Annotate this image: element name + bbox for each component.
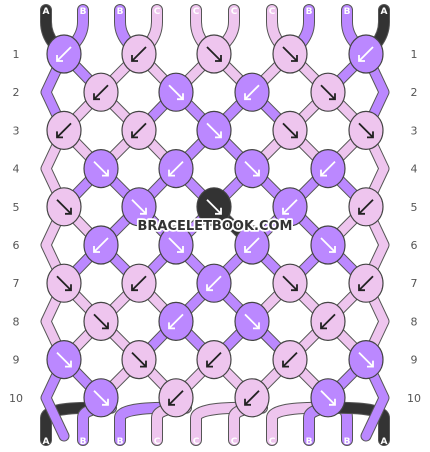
knot-arrow-icon — [206, 46, 222, 62]
string-label-bottom: B — [344, 437, 351, 447]
string-label-bottom: C — [231, 437, 238, 447]
knot-arrow-icon — [358, 46, 374, 62]
knot-arrow-icon — [93, 84, 109, 101]
knot-arrow-icon — [93, 313, 109, 330]
knot-arrow-icon — [244, 160, 260, 177]
row-number-right: 3 — [411, 124, 418, 137]
knot-arrow-icon — [93, 237, 109, 253]
string-label-top: C — [193, 7, 200, 17]
string-label-top: B — [306, 7, 313, 17]
row-number-right: 8 — [411, 315, 418, 328]
knot-arrow-icon — [320, 313, 336, 330]
string-label-bottom: A — [381, 437, 388, 447]
knot-arrow-icon — [244, 390, 260, 406]
string-label-bottom: C — [193, 437, 200, 447]
knot-arrow-icon — [206, 122, 222, 139]
string-label-top: C — [231, 7, 238, 17]
knot-arrow-icon — [320, 84, 336, 101]
row-number-left: 6 — [13, 239, 20, 252]
knot-arrow-icon — [320, 237, 336, 253]
string-label-top: B — [117, 7, 124, 17]
string-label-bottom: C — [154, 437, 161, 447]
knot-arrow-icon — [282, 199, 298, 215]
knot-arrow-icon — [358, 122, 374, 139]
knot-arrow-icon — [168, 313, 184, 330]
string-label-top: C — [269, 7, 276, 17]
knot-arrow-icon — [56, 351, 72, 368]
knot-arrow-icon — [282, 351, 298, 368]
string-bottom — [191, 402, 247, 445]
knot-arrow-icon — [56, 46, 72, 62]
knot-arrow-icon — [358, 351, 374, 368]
row-number-right: 7 — [411, 277, 418, 290]
watermark-halo: BRACELETBOOK.COM — [138, 219, 293, 234]
string-label-bottom: A — [43, 437, 50, 447]
knot-arrow-icon — [131, 351, 147, 368]
row-number-right: 4 — [411, 163, 418, 176]
string-label-top: A — [381, 7, 388, 17]
knot-arrow-icon — [282, 275, 298, 292]
knot-arrow-icon — [56, 275, 72, 292]
knot-arrow-icon — [244, 84, 260, 101]
knot-arrow-icon — [358, 199, 374, 215]
row-number-left: 8 — [13, 315, 20, 328]
string-label-bottom: B — [117, 437, 124, 447]
knot-arrow-icon — [206, 275, 222, 292]
watermark: BRACELETBOOK.COM — [138, 219, 293, 234]
string-label-bottom: C — [269, 437, 276, 447]
knot-arrow-icon — [206, 351, 222, 368]
row-number-left: 3 — [13, 124, 20, 137]
labels-layer: A B B C C C C B B A A B B C C C C B B A 1 1 2 2 3 3 4 4 5 5 6 6 7 7 8 8 9 9 10… — [9, 7, 421, 447]
row-number-left: 1 — [13, 48, 20, 61]
knot-arrow-icon — [56, 199, 72, 215]
knot-arrow-icon — [244, 313, 260, 330]
knot-arrow-icon — [56, 122, 72, 139]
knot-arrow-icon — [358, 275, 374, 292]
row-number-right: 10 — [407, 392, 421, 405]
row-number-right: 2 — [411, 86, 418, 99]
string-label-top: A — [43, 7, 50, 17]
knots-layer — [46, 34, 384, 418]
knot-arrow-icon — [168, 390, 184, 406]
knot-arrow-icon — [168, 160, 184, 177]
row-number-right: 5 — [411, 201, 418, 214]
string-label-top: B — [344, 7, 351, 17]
knot-arrow-icon — [131, 199, 147, 215]
row-number-right: 9 — [411, 354, 418, 367]
knot-arrow-icon — [131, 275, 147, 292]
knot-arrow-icon — [131, 122, 147, 139]
row-number-left: 2 — [13, 86, 20, 99]
row-number-left: 5 — [13, 201, 20, 214]
row-number-right: 1 — [411, 48, 418, 61]
row-number-left: 9 — [13, 354, 20, 367]
row-number-right: 6 — [411, 239, 418, 252]
string-label-top: C — [154, 7, 161, 17]
knot-arrow-icon — [93, 160, 109, 177]
string-label-bottom: B — [80, 437, 87, 447]
string-label-top: B — [80, 7, 87, 17]
knot-arrow-icon — [282, 122, 298, 139]
knot-arrow-icon — [168, 237, 184, 253]
knot-arrow-icon — [320, 390, 336, 406]
knot-arrow-icon — [168, 84, 184, 101]
knot-arrow-icon — [320, 160, 336, 177]
string-label-bottom: B — [306, 437, 313, 447]
knot-arrow-icon — [244, 237, 260, 253]
knot-arrow-icon — [282, 46, 298, 62]
watermark-layer: BRACELETBOOK.COM BRACELETBOOK.COM — [136, 217, 294, 236]
knot-arrow-icon — [206, 199, 222, 215]
knot-arrow-icon — [131, 46, 147, 62]
row-number-left: 10 — [9, 392, 23, 405]
row-number-left: 4 — [13, 163, 20, 176]
knot-arrow-icon — [93, 390, 109, 406]
row-number-left: 7 — [13, 277, 20, 290]
